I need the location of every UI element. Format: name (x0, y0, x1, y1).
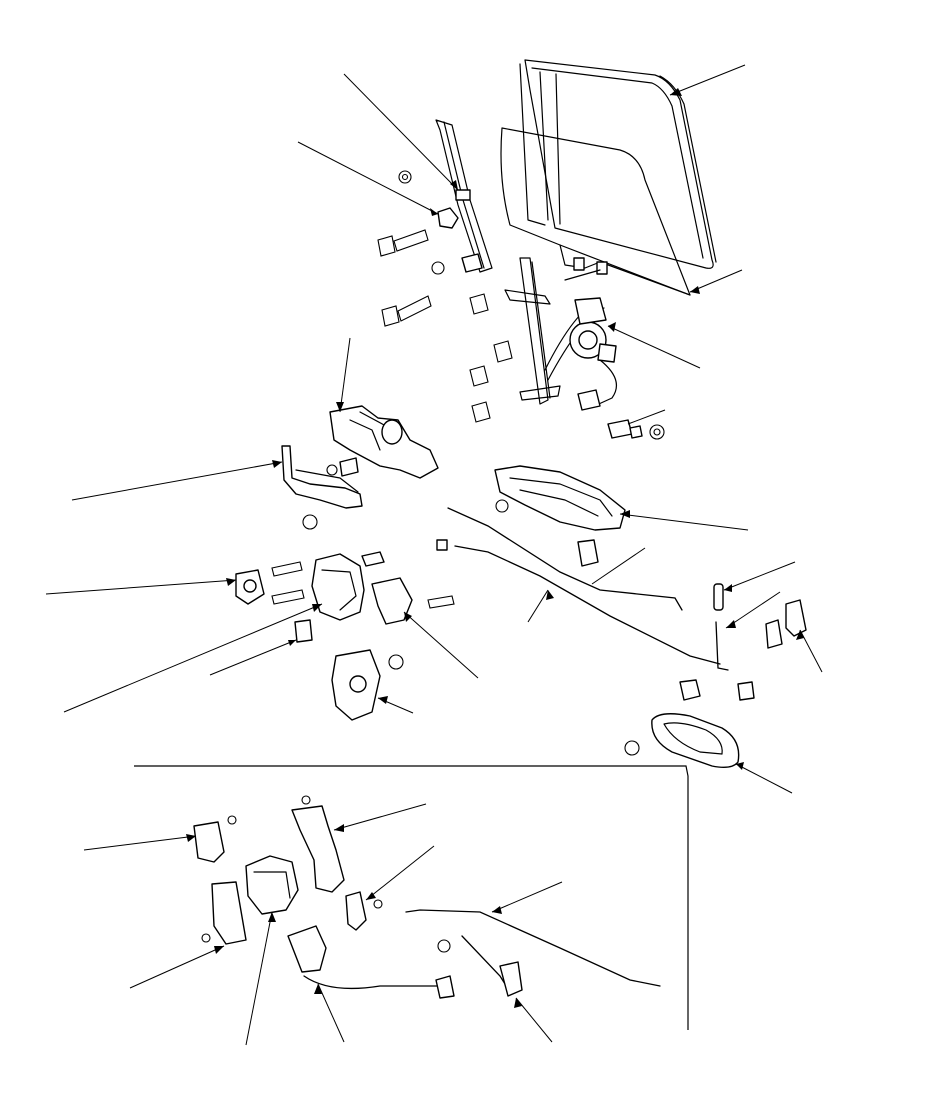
rod-clip (577, 539, 599, 567)
front-channel (435, 119, 493, 273)
protector (294, 619, 313, 643)
regulator-fasteners (607, 419, 665, 440)
inset-link-rod (437, 935, 523, 997)
striker-cover (331, 649, 404, 721)
inner-handle (624, 679, 755, 769)
inset-lever (345, 891, 383, 931)
latch-cover (371, 577, 455, 625)
inset-bracket (193, 815, 237, 863)
inset-latch (201, 855, 299, 945)
door-lock-actuator (326, 405, 439, 479)
regulator-motor (569, 297, 617, 411)
knob-rod (715, 621, 729, 671)
latch-rod (436, 539, 721, 665)
leader-arrowheads (186, 88, 804, 1008)
lock-bracket-right (765, 599, 807, 649)
outer-handle-bracket (281, 445, 363, 530)
leader-lines (45, 64, 823, 1046)
inset-actuator (291, 795, 345, 893)
mounting-bolts-upper (377, 229, 513, 423)
channel-bracket (398, 170, 483, 275)
lock-cable (287, 925, 455, 999)
inset-frame (134, 765, 689, 1030)
lock-knob (713, 583, 724, 611)
inset-rod (405, 909, 661, 987)
lock-switch (235, 569, 265, 605)
door-glass (500, 127, 691, 296)
glass-run-channel (519, 59, 717, 269)
door-lock-latch (271, 551, 385, 621)
actuator-rod (447, 507, 683, 611)
outer-handle (494, 465, 626, 531)
